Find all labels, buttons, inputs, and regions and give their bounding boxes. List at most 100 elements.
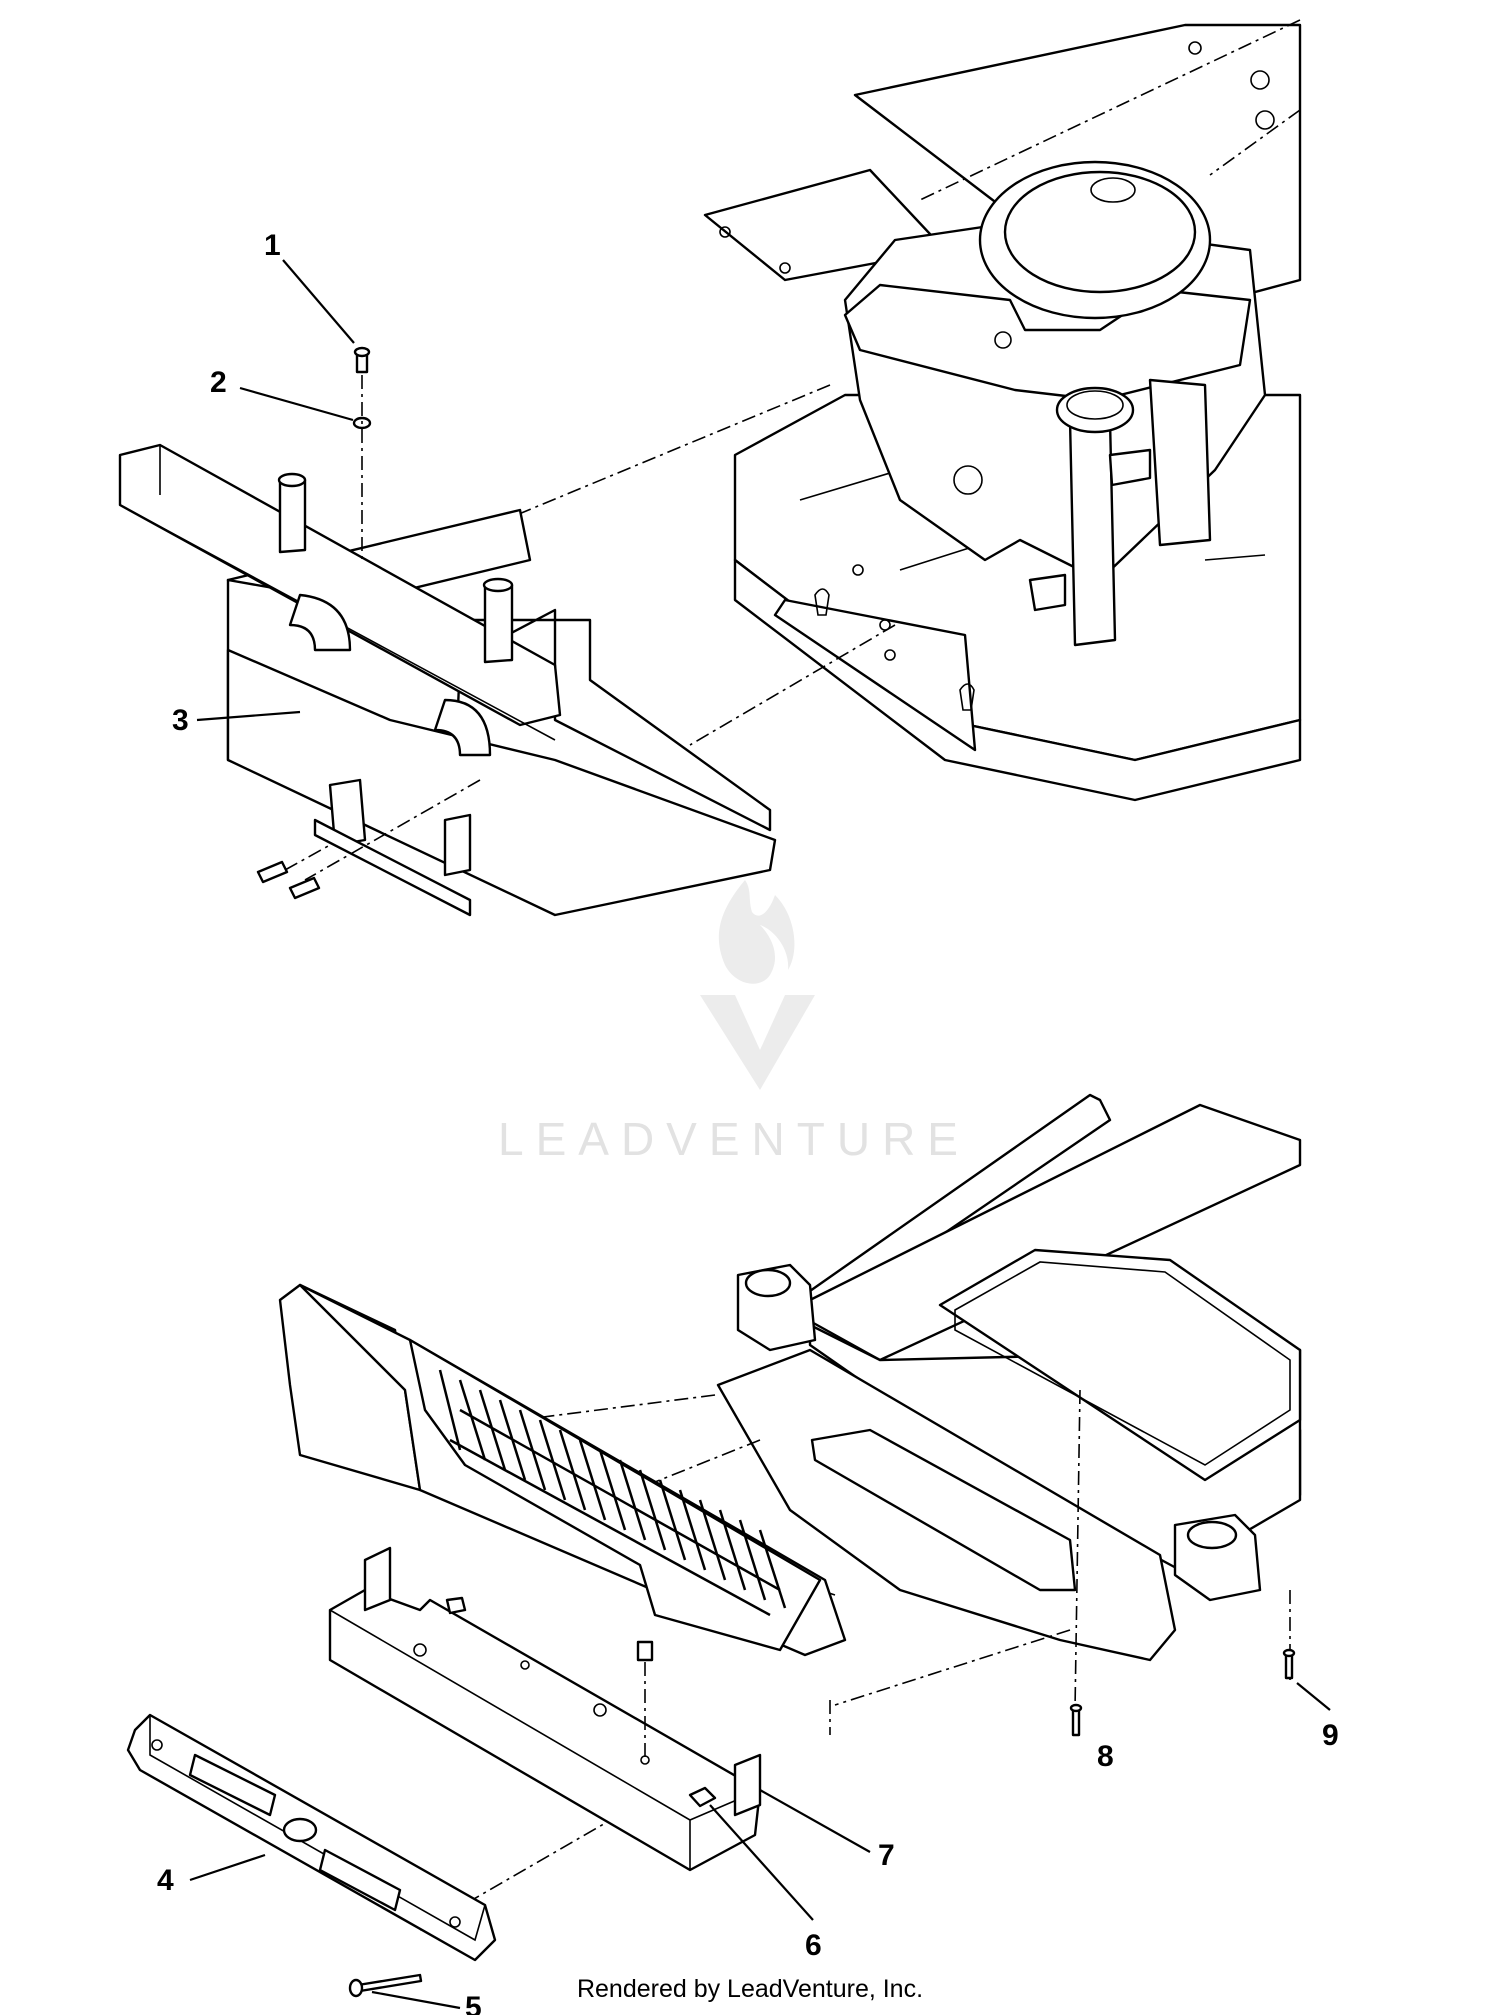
centerline (834, 1629, 1071, 1706)
callout-9: 9 (1296, 1682, 1339, 1752)
callout-3: 3 (172, 704, 301, 737)
engine-deck-front (733, 558, 1302, 802)
cap (994, 331, 1012, 349)
hex-bolt (288, 876, 321, 900)
frame-hole (1250, 70, 1270, 90)
bracket-leg (443, 813, 472, 877)
callout-8: 8 (1097, 1740, 1114, 1773)
callouts: 1 2 3 4 5 6 7 8 9 (157, 229, 1339, 2015)
bolt-1 (355, 353, 369, 374)
bracket-foot (313, 818, 472, 917)
leader-line (196, 710, 301, 722)
callout-5: 5 (371, 1990, 482, 2015)
seat-opening (938, 1248, 1302, 1482)
bumper-bolt-hole (151, 1739, 163, 1751)
leader-line (371, 1990, 461, 2010)
exhaust-top (1055, 386, 1135, 434)
bumper-bolt-hole (449, 1916, 461, 1928)
callout-7: 7 (759, 1789, 895, 1872)
bumper-slot (318, 1848, 402, 1912)
centerline (419, 384, 831, 556)
castor-cap-right (1186, 1520, 1238, 1550)
bracket-hole (593, 1703, 607, 1717)
footer-credit: Rendered by LeadVenture, Inc. (576, 1975, 924, 2003)
castor-cap-left (744, 1268, 792, 1298)
callout-6: 6 (709, 1804, 822, 1962)
bolt (445, 1596, 467, 1615)
bolt (636, 1640, 654, 1662)
keyhole-slot (814, 588, 830, 616)
bracket-hole (413, 1643, 427, 1657)
pin-8 (1071, 1708, 1081, 1737)
callout-4: 4 (157, 1853, 266, 1897)
leader-line (709, 1804, 814, 1921)
blower-housing (843, 283, 1252, 402)
frame-hole (1188, 41, 1202, 55)
callout-3-label: 3 (172, 704, 189, 737)
centerline (559, 1439, 761, 1521)
pin-9 (1284, 1653, 1294, 1680)
bracket-leg (328, 778, 367, 847)
bracket-hole (520, 1660, 530, 1670)
centerline (919, 19, 1301, 201)
callout-1-label: 1 (264, 229, 281, 262)
keyhole-slot (959, 683, 975, 711)
deck-hole (852, 564, 864, 576)
leadventure-watermark: LEADVENTURE (498, 880, 970, 1165)
nut-6 (688, 1786, 717, 1808)
mounting-bracket (328, 1588, 762, 1872)
callout-2: 2 (210, 366, 354, 422)
pipe-left (278, 478, 307, 554)
grille-ribs (438, 1369, 787, 1617)
floor-slot (810, 1428, 1077, 1592)
centerline (689, 624, 896, 746)
bolt-1-head (353, 346, 371, 358)
leader-line (282, 259, 355, 344)
seat-opening-inner (954, 1261, 1291, 1466)
oil-filter (953, 465, 983, 495)
bumper-hole (282, 1817, 318, 1843)
leader-line (1296, 1682, 1331, 1711)
centerline (1209, 109, 1301, 176)
callout-8-label: 8 (1097, 1740, 1114, 1773)
side-cover (1148, 378, 1212, 547)
v-logo (700, 995, 815, 1090)
pipe-right-top (482, 577, 514, 593)
bottom-assembly (126, 1093, 1302, 1998)
pin-8-head (1069, 1703, 1083, 1713)
exhaust-grid (1066, 390, 1124, 420)
elbow-right (433, 698, 492, 757)
centerline (519, 1394, 716, 1421)
bumper-edge (149, 1715, 486, 1942)
hex-bolt (256, 860, 289, 884)
seat-plate-hole (719, 226, 731, 238)
top-assembly (118, 19, 1302, 917)
leader-line (759, 1789, 871, 1853)
callout-1: 1 (264, 229, 355, 344)
pipe-right (483, 583, 514, 664)
frame-hole (1255, 110, 1275, 130)
exhaust-elbow (1108, 448, 1152, 487)
bracket-tab (733, 1753, 762, 1817)
bracket-tab (363, 1546, 392, 1612)
pipe-left-top (277, 472, 307, 488)
callout-6-label: 6 (805, 1929, 822, 1962)
flame-logo (718, 880, 795, 984)
air-cleaner-knob (1090, 177, 1136, 203)
breather-tube (1028, 573, 1067, 612)
watermark-text: LEADVENTURE (498, 1113, 970, 1165)
centerline (304, 779, 481, 881)
callout-4-label: 4 (157, 1864, 174, 1897)
exhaust-pipe (1068, 418, 1117, 647)
mount-bracket (773, 598, 977, 752)
callout-2-label: 2 (210, 366, 227, 399)
elbow-left (288, 593, 352, 652)
leader-line (239, 386, 354, 422)
deck-hole (884, 649, 896, 661)
centerline (284, 844, 331, 871)
callout-9-label: 9 (1322, 1719, 1339, 1752)
air-cleaner-top (1003, 170, 1197, 294)
callout-7-label: 7 (878, 1839, 895, 1872)
bumper-tray (226, 648, 777, 917)
